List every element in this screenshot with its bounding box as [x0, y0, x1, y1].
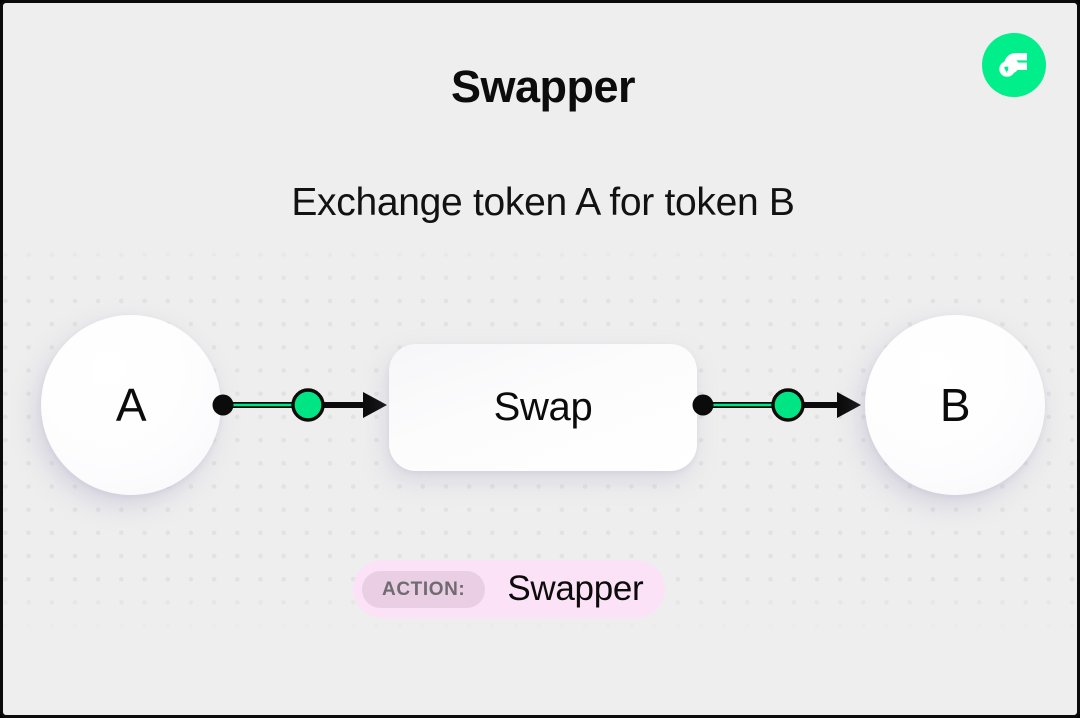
- connector-start-dot: [692, 394, 714, 416]
- connector-swap-to-b: [689, 381, 869, 429]
- action-key-chip: ACTION:: [362, 570, 486, 608]
- page-title: Swapper: [450, 61, 636, 112]
- swap-process-label: Swap: [493, 385, 593, 429]
- token-b-node[interactable]: B: [865, 315, 1045, 495]
- token-b-label: B: [939, 379, 971, 431]
- action-value-label: Swapper: [507, 569, 644, 608]
- token-a-node[interactable]: A: [41, 315, 221, 495]
- connector-start-dot: [212, 394, 234, 416]
- connector-accent-dot: [291, 388, 325, 422]
- connector-accent-dot: [771, 388, 805, 422]
- swap-process-node[interactable]: Swap: [389, 344, 697, 471]
- flow-logo-icon: [982, 33, 1046, 97]
- token-a-label: A: [115, 379, 147, 431]
- page-subtitle: Exchange token A for token B: [291, 181, 795, 224]
- connector-a-to-swap: [209, 381, 389, 429]
- action-badge: ACTION: Swapper: [353, 560, 666, 618]
